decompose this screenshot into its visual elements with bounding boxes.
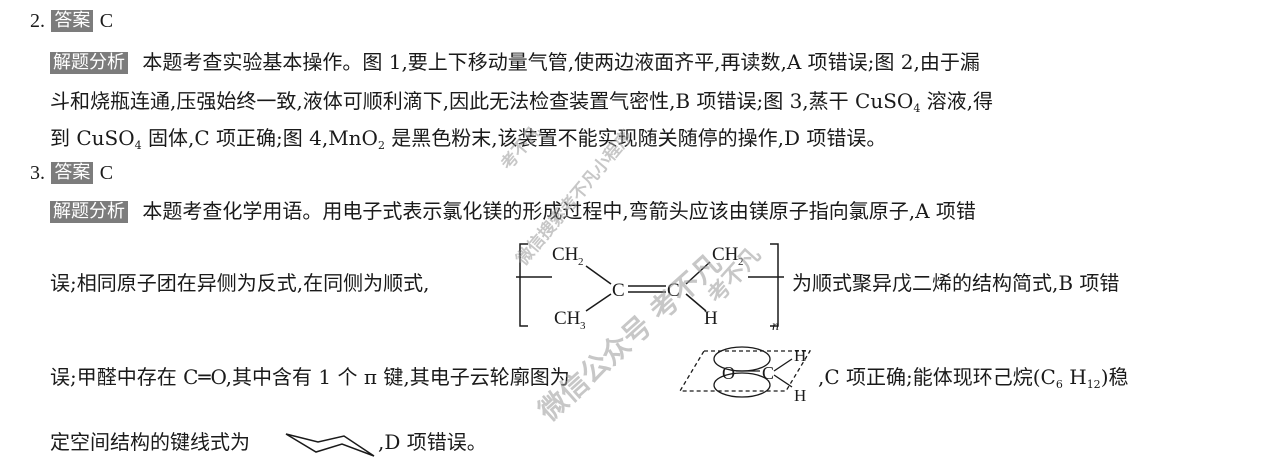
subscript: 4 (913, 102, 921, 115)
subscript: 6 (1055, 378, 1063, 391)
subscript: 2 (377, 139, 385, 152)
q3-header: 3. 答案 C (30, 160, 113, 185)
hydrogen-bottom: H (794, 386, 806, 405)
analysis-text: 误;甲醛中存在 C (50, 365, 199, 389)
ch3-group: CH (554, 308, 581, 329)
analysis-text: O,其中含有 1 个 π 键,其电子云轮廓图为 (210, 365, 570, 389)
analysis-text: 本题考查实验基本操作。图 1,要上下移动量气管,使两边液面齐平,再读数,A 项错… (142, 50, 980, 74)
analysis-text: 固体,C 项正确;图 4,MnO (141, 126, 378, 150)
q2-analysis-line-1: 解题分析 本题考查实验基本操作。图 1,要上下移动量气管,使两边液面齐平,再读数… (50, 50, 980, 74)
answer-tag: 答案 (51, 10, 94, 32)
q3-analysis-line-2b: 为顺式聚异戊二烯的结构简式,B 项错 (792, 271, 1119, 295)
subscript: 4 (134, 139, 142, 152)
subscript: 12 (1086, 378, 1101, 391)
analysis-text: 是黑色粉末,该装置不能实现随关随停的操作,D 项错误。 (384, 126, 887, 150)
question-number: 2. (30, 10, 45, 32)
analysis-text: 溶液,得 (920, 89, 994, 113)
q3-analysis-line-1: 解题分析 本题考查化学用语。用电子式表示氯化镁的形成过程中,弯箭头应该由镁原子指… (50, 199, 976, 223)
subscript: 2 (578, 256, 584, 268)
analysis-text: )稳 (1100, 365, 1129, 389)
ch2-right: CH (712, 244, 739, 265)
analysis-text: H (1062, 365, 1087, 389)
carbon: C (762, 363, 774, 383)
q3-analysis-line-2a: 误;相同原子团在异侧为反式,在同侧为顺式, (50, 271, 429, 295)
ch2-left: CH (552, 244, 579, 265)
answer-value: C (99, 162, 114, 184)
q3-analysis-line-3b: ,C 项正确;能体现环己烷(C6 H12)稳 (818, 365, 1129, 391)
oxygen: O (722, 363, 735, 383)
polyisoprene-structure: CH 2 C C CH 2 CH 3 H n (516, 243, 784, 334)
hydrogen: H (704, 308, 718, 329)
hydrogen-top: H (794, 346, 806, 365)
answer-tag: 答案 (51, 162, 94, 184)
analysis-text: ,C 项正确;能体现环己烷(C (818, 365, 1056, 389)
q3-analysis-line-4b: ,D 项错误。 (378, 430, 487, 454)
q2-header: 2. 答案 C (30, 8, 113, 33)
analysis-text: 误;相同原子团在异侧为反式,在同侧为顺式, (50, 271, 430, 295)
analysis-text: 本题考查化学用语。用电子式表示氯化镁的形成过程中,弯箭头应该由镁原子指向氯原子,… (142, 199, 976, 223)
analysis-text: ,D 项错误。 (378, 430, 487, 454)
analysis-tag: 解题分析 (50, 201, 128, 223)
q2-analysis-line-2: 斗和烧瓶连通,压强始终一致,液体可顺利滴下,因此无法检查装置气密性,B 项错误;… (50, 89, 994, 115)
analysis-text: 定空间结构的键线式为 (50, 430, 250, 454)
q3-analysis-line-4a: 定空间结构的键线式为 (50, 430, 250, 454)
cyclohexane-chair-structure (285, 433, 375, 457)
subscript: 3 (580, 320, 586, 332)
q3-analysis-line-3a: 误;甲醛中存在 C═O,其中含有 1 个 π 键,其电子云轮廓图为 (50, 365, 570, 389)
analysis-text: 为顺式聚异戊二烯的结构简式,B 项错 (792, 271, 1120, 295)
carbon-right: C (667, 280, 680, 301)
carbon-left: C (612, 280, 625, 301)
analysis-tag: 解题分析 (50, 52, 128, 74)
q2-analysis-line-3: 到 CuSO4 固体,C 项正确;图 4,MnO2 是黑色粉末,该装置不能实现随… (50, 126, 887, 152)
analysis-text: 斗和烧瓶连通,压强始终一致,液体可顺利滴下,因此无法检查装置气密性,B 项错误;… (50, 89, 914, 113)
analysis-text: 到 CuSO (50, 126, 135, 150)
subscript: 2 (738, 256, 744, 268)
double-bond: ═ (198, 365, 211, 389)
formaldehyde-orbital-diagram: O C H H (678, 346, 812, 405)
question-number: 3. (30, 162, 45, 184)
repeat-n: n (772, 319, 779, 334)
answer-value: C (99, 10, 114, 32)
